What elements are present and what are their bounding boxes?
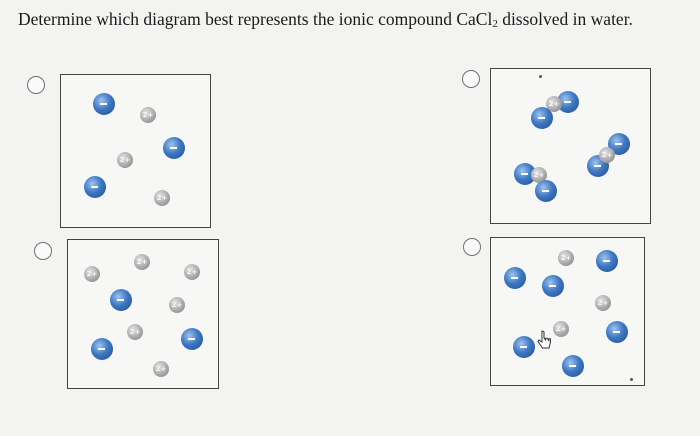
calcium-charge-label: 2+: [601, 151, 613, 159]
calcium-ion: 2+: [553, 321, 569, 337]
chloride-ion: [596, 250, 618, 272]
chloride-ion: [535, 180, 557, 202]
calcium-ion: 2+: [558, 250, 574, 266]
calcium-ion: 2+: [531, 167, 547, 183]
calcium-ion: 2+: [154, 190, 170, 206]
pointer-cursor-icon: [537, 330, 551, 349]
chloride-ion: [542, 275, 564, 297]
calcium-ion: 2+: [153, 361, 169, 377]
calcium-charge-label: 2+: [156, 194, 168, 202]
speck: [630, 378, 633, 381]
question-subscript: 2: [492, 18, 498, 30]
question-text-main: Determine which diagram best represents …: [18, 9, 493, 29]
chloride-ion: [562, 355, 584, 377]
calcium-ion: 2+: [546, 96, 562, 112]
option-a-radio[interactable]: [27, 76, 45, 94]
calcium-charge-label: 2+: [155, 365, 167, 373]
chloride-ion: [513, 336, 535, 358]
option-c-diagram[interactable]: 2+ 2+ 2+ 2+ 2+ 2+: [67, 239, 219, 389]
chloride-ion: [91, 338, 113, 360]
question-text: Determine which diagram best represents …: [18, 9, 633, 30]
calcium-ion: 2+: [140, 107, 156, 123]
calcium-charge-label: 2+: [119, 156, 131, 164]
calcium-charge-label: 2+: [186, 268, 198, 276]
option-d-diagram[interactable]: 2+ 2+ 2+: [490, 237, 645, 386]
chloride-ion: [531, 107, 553, 129]
option-c-radio[interactable]: [34, 242, 52, 260]
calcium-ion: 2+: [84, 266, 100, 282]
calcium-charge-label: 2+: [129, 328, 141, 336]
chloride-ion: [504, 267, 526, 289]
option-d-radio[interactable]: [463, 238, 481, 256]
calcium-charge-label: 2+: [86, 270, 98, 278]
calcium-ion: 2+: [599, 147, 615, 163]
calcium-charge-label: 2+: [597, 299, 609, 307]
option-b-radio[interactable]: [462, 70, 480, 88]
calcium-charge-label: 2+: [548, 100, 560, 108]
option-b-diagram[interactable]: 2+ 2+ 2+: [490, 68, 651, 224]
calcium-ion: 2+: [127, 324, 143, 340]
calcium-charge-label: 2+: [136, 258, 148, 266]
chloride-ion: [514, 163, 536, 185]
calcium-charge-label: 2+: [555, 325, 567, 333]
calcium-charge-label: 2+: [560, 254, 572, 262]
chloride-ion: [181, 328, 203, 350]
chloride-ion: [93, 93, 115, 115]
speck: [539, 75, 542, 78]
chloride-ion: [163, 137, 185, 159]
calcium-charge-label: 2+: [171, 301, 183, 309]
calcium-charge-label: 2+: [533, 171, 545, 179]
chloride-ion: [110, 289, 132, 311]
chloride-ion: [606, 321, 628, 343]
calcium-charge-label: 2+: [142, 111, 154, 119]
option-a-diagram[interactable]: 2+ 2+ 2+: [60, 74, 211, 228]
calcium-ion: 2+: [169, 297, 185, 313]
question-text-end: dissolved in water.: [497, 9, 633, 29]
calcium-ion: 2+: [117, 152, 133, 168]
calcium-ion: 2+: [134, 254, 150, 270]
calcium-ion: 2+: [184, 264, 200, 280]
calcium-ion: 2+: [595, 295, 611, 311]
chloride-ion: [84, 176, 106, 198]
chloride-ion: [557, 91, 579, 113]
